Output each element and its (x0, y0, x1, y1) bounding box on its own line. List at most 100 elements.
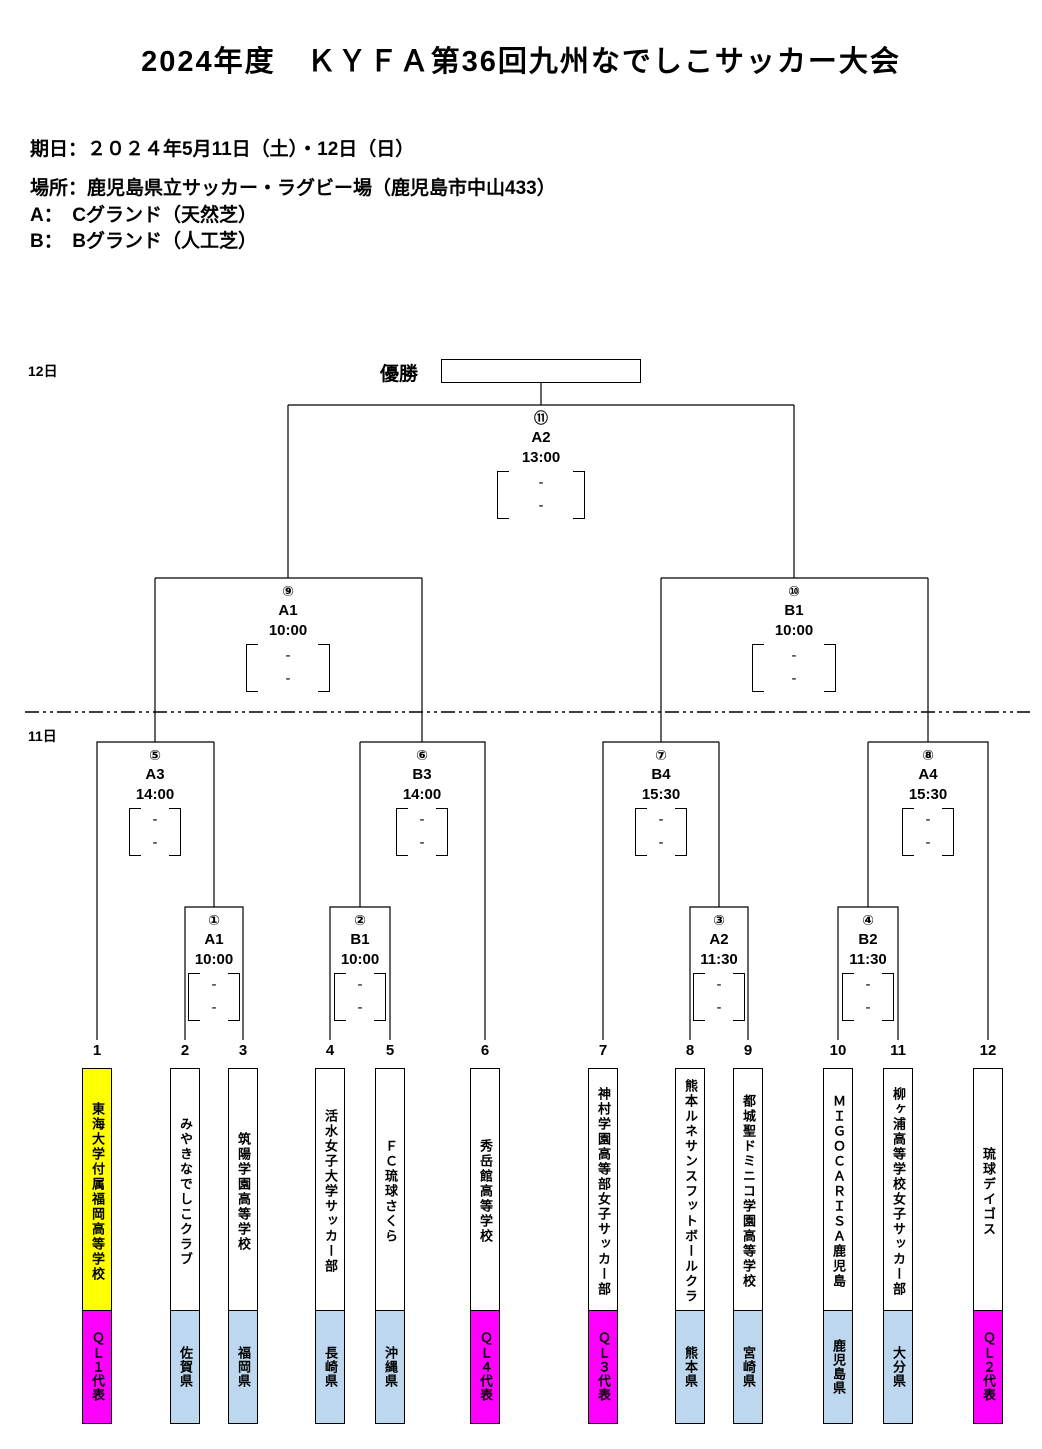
day1-label: 11日 (28, 728, 57, 744)
team-name: 活水女子大学サッカー部 (315, 1068, 345, 1311)
score-away: - (925, 834, 931, 851)
match-time: 13:00 (521, 449, 561, 466)
team-name: 神村学園高等部女子サッカー部 (588, 1068, 618, 1311)
team-seed-number: 3 (238, 1042, 248, 1059)
team-region: 鹿児島県 (823, 1310, 853, 1424)
team-region: 大分県 (883, 1310, 913, 1424)
team-slot-6: 6 秀岳館高等学校 ＱＬ４代表 (470, 1040, 500, 1424)
match-number: ⑥ (416, 747, 428, 763)
match-ground: B2 (858, 931, 878, 948)
team-seed-number: 11 (890, 1042, 906, 1059)
match-9: ⑨ A1 10:00 - - (238, 581, 338, 692)
match-time: 15:30 (641, 786, 681, 803)
team-slot-7: 7 神村学園高等部女子サッカー部 ＱＬ３代表 (588, 1040, 618, 1424)
score-away: - (357, 999, 363, 1016)
team-name: ＭＩＧＯＣＡＲＩＳＡ鹿児島 (823, 1068, 853, 1311)
team-slot-12: 12 琉球デイゴス ＱＬ２代表 (973, 1040, 1003, 1424)
team-seed-number: 2 (180, 1042, 190, 1059)
match-4: ④ B2 11:30 - - (818, 910, 918, 1021)
score-home: - (791, 647, 797, 664)
team-slot-4: 4 活水女子大学サッカー部 長崎県 (315, 1040, 345, 1424)
match-ground: A1 (204, 931, 224, 948)
ground-a-note: A： Cグランド（天然芝） (30, 205, 257, 226)
match-ground: B1 (350, 931, 370, 948)
team-seed-number: 5 (385, 1042, 395, 1059)
team-name: 筑陽学園高等学校 (228, 1068, 258, 1311)
match-time: 14:00 (135, 786, 175, 803)
score-home: - (538, 474, 544, 491)
team-seed-number: 1 (92, 1042, 102, 1059)
team-seed-number: 6 (480, 1042, 490, 1059)
match-time: 10:00 (774, 622, 814, 639)
champion-label: 優勝 (380, 364, 419, 385)
score-home: - (925, 811, 931, 828)
event-venue: 場所：鹿児島県立サッカー・ラグビー場（鹿児島市中山433） (30, 178, 556, 199)
match-score-box: - - (902, 808, 954, 856)
match-number: ④ (862, 912, 874, 928)
score-away: - (211, 999, 217, 1016)
match-ground: B3 (412, 766, 432, 783)
team-name: みやきなでしこクラブ (170, 1068, 200, 1311)
team-slot-8: 8 熊本ルネサンスフットボールクラブ 熊本県 (675, 1040, 705, 1424)
match-number: ⑨ (282, 583, 294, 599)
champion-name-box (441, 359, 641, 383)
team-seed-number: 7 (598, 1042, 608, 1059)
team-seed-number: 10 (829, 1042, 847, 1059)
match-time: 14:00 (402, 786, 442, 803)
team-name: ＦＣ琉球さくら (375, 1068, 405, 1311)
match-ground: B1 (784, 602, 804, 619)
match-score-box: - - (752, 644, 836, 692)
event-date: 期日：２０２４年5月11日（土）・12日（日） (30, 139, 415, 160)
team-slot-10: 10 ＭＩＧＯＣＡＲＩＳＡ鹿児島 鹿児島県 (823, 1040, 853, 1424)
team-region: ＱＬ１代表 (82, 1310, 112, 1424)
team-region: ＱＬ３代表 (588, 1310, 618, 1424)
team-name: 秀岳館高等学校 (470, 1068, 500, 1311)
score-home: - (865, 976, 871, 993)
team-region: 長崎県 (315, 1310, 345, 1424)
match-time: 11:30 (849, 951, 887, 968)
score-home: - (357, 976, 363, 993)
match-score-box: - - (246, 644, 330, 692)
team-slot-2: 2 みやきなでしこクラブ 佐賀県 (170, 1040, 200, 1424)
match-score-box: - - (842, 973, 894, 1021)
page-title: 2024年度 ＫＹＦＡ第36回九州なでしこサッカー大会 (141, 46, 901, 78)
match-time: 15:30 (908, 786, 948, 803)
match-score-box: - - (396, 808, 448, 856)
match-time: 10:00 (194, 951, 234, 968)
score-away: - (419, 834, 425, 851)
match-score-box: - - (497, 471, 585, 519)
match-ground: A3 (145, 766, 165, 783)
score-home: - (211, 976, 217, 993)
match-11-final: ⑪ A2 13:00 - - (491, 408, 591, 519)
match-2: ② B1 10:00 - - (310, 910, 410, 1021)
team-name: 柳ヶ浦高等学校女子サッカー部 (883, 1068, 913, 1311)
team-slot-5: 5 ＦＣ琉球さくら 沖縄県 (375, 1040, 405, 1424)
score-home: - (285, 647, 291, 664)
ground-b-note: B： Bグランド（人工芝） (30, 231, 257, 252)
match-score-box: - - (334, 973, 386, 1021)
team-seed-number: 12 (979, 1042, 997, 1059)
match-score-box: - - (129, 808, 181, 856)
score-away: - (285, 670, 291, 687)
team-name: 都城聖ドミニコ学園高等学校 (733, 1068, 763, 1311)
team-seed-number: 9 (743, 1042, 753, 1059)
team-region: ＱＬ２代表 (973, 1310, 1003, 1424)
match-score-box: - - (188, 973, 240, 1021)
match-number: ③ (713, 912, 725, 928)
team-name: 琉球デイゴス (973, 1068, 1003, 1311)
score-away: - (865, 999, 871, 1016)
match-score-box: - - (693, 973, 745, 1021)
score-away: - (791, 670, 797, 687)
team-region: 沖縄県 (375, 1310, 405, 1424)
score-home: - (716, 976, 722, 993)
match-score-box: - - (635, 808, 687, 856)
team-seed-number: 8 (685, 1042, 695, 1059)
match-3: ③ A2 11:30 - - (669, 910, 769, 1021)
match-number: ⑤ (149, 747, 161, 763)
match-number: ⑪ (534, 410, 548, 426)
team-slot-9: 9 都城聖ドミニコ学園高等学校 宮崎県 (733, 1040, 763, 1424)
score-home: - (419, 811, 425, 828)
match-number: ⑧ (922, 747, 934, 763)
day2-label: 12日 (28, 363, 58, 379)
